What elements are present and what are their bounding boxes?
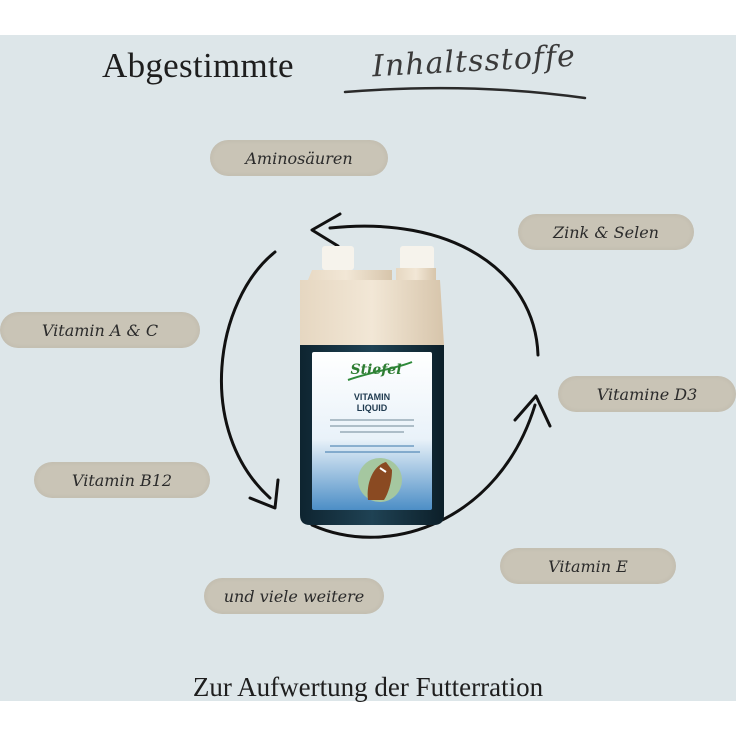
pill-label: Vitamin A & C — [41, 320, 159, 340]
cap-right — [400, 246, 434, 270]
pill-label: Vitamin B12 — [71, 470, 173, 490]
pill-label: Zink & Selen — [553, 222, 659, 242]
footer-tagline: Zur Aufwertung der Futterration — [192, 672, 544, 702]
bottle-label — [312, 352, 432, 510]
pill-vitamin-e: Vitamin E — [500, 548, 676, 584]
arc-top — [328, 224, 540, 357]
arrowhead-bottom — [513, 394, 552, 428]
pill-vitamin-a-c: Vitamin A & C — [0, 312, 200, 348]
arrowhead-top — [310, 212, 342, 248]
pill-label: Vitamin E — [548, 556, 628, 576]
cap-left — [322, 246, 354, 270]
bottle-name-line1: VITAMIN — [353, 392, 391, 402]
pill-zink-selen: Zink & Selen — [518, 214, 694, 250]
pill-vitamine-d3: Vitamine D3 — [558, 376, 736, 412]
pill-vitamin-b12: Vitamin B12 — [34, 462, 210, 498]
pill-label: und viele weitere — [223, 586, 365, 606]
title-main: Abgestimmte — [102, 46, 294, 85]
pill-label: Aminosäuren — [245, 148, 353, 168]
arrowhead-left — [248, 478, 280, 510]
pill-label: Vitamine D3 — [596, 384, 698, 404]
pill-viele-weitere: und viele weitere — [204, 578, 384, 614]
arc-left — [219, 250, 277, 500]
bottle-name-line2: LIQUID — [356, 403, 388, 413]
pill-aminosaeuren: Aminosäuren — [210, 140, 388, 176]
bottle-brand: Stiefel — [350, 362, 402, 378]
